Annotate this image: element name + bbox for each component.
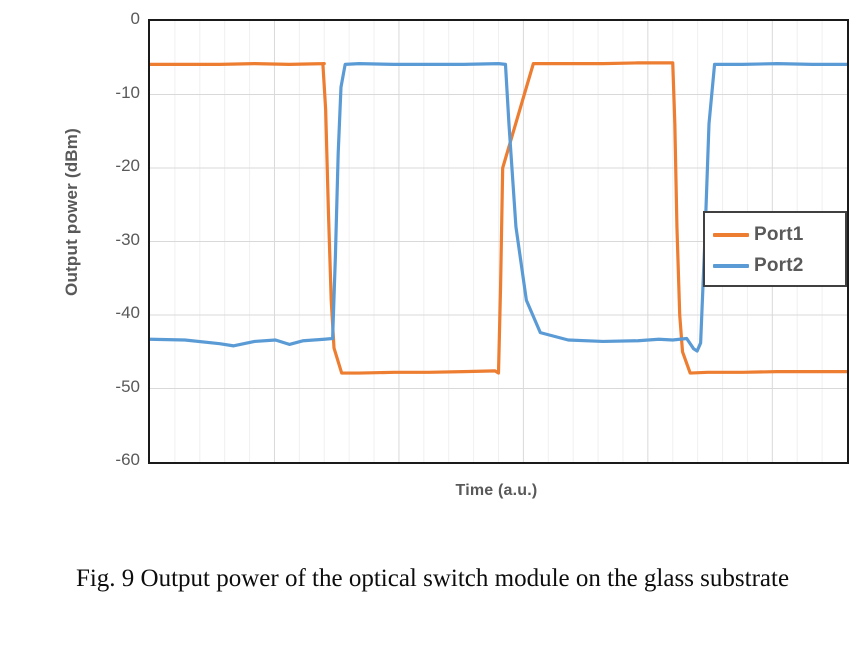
series-port2: [150, 62, 847, 353]
chart-legend: Port1 Port2: [703, 211, 847, 287]
figure-caption: Fig. 9 Output power of the optical switc…: [75, 565, 790, 592]
legend-label-port2: Port2: [754, 255, 804, 276]
y-tick-label: -20: [115, 156, 140, 175]
y-axis-tick-labels: 0 -10 -20 -30 -40 -50 -60: [78, 0, 140, 480]
y-tick-label: -40: [115, 303, 140, 322]
chart-container: Output power (dBm) 0-10-20-30-40-50-60 P…: [62, 0, 849, 499]
y-tick-label: 0: [130, 9, 140, 28]
y-tick-label: -10: [115, 82, 140, 102]
legend-item-port2[interactable]: Port2: [713, 250, 837, 281]
data-series-layer: [150, 61, 847, 375]
y-tick-label: -30: [115, 229, 140, 249]
plot-inner: [150, 21, 847, 462]
series-port1: [150, 61, 847, 375]
y-tick-label: -50: [115, 376, 140, 396]
legend-swatch-port2: [713, 263, 749, 268]
legend-label-port1: Port1: [754, 224, 804, 245]
legend-swatch-port1: [713, 232, 749, 237]
x-axis-title: Time (a.u.): [455, 482, 538, 499]
legend-item-port1[interactable]: Port1: [713, 219, 837, 250]
y-tick-label: -60: [115, 450, 140, 469]
